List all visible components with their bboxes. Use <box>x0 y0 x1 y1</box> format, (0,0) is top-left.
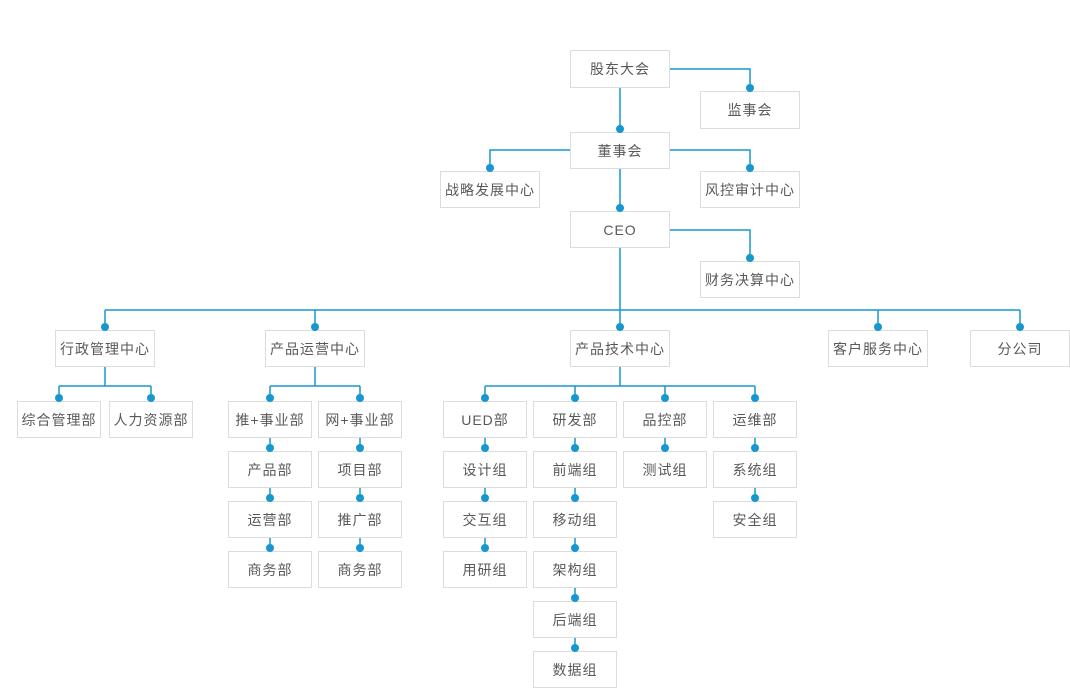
org-node-data-group: 数据组 <box>533 651 617 688</box>
org-node-interaction-group: 交互组 <box>443 501 527 538</box>
org-node-tui-business-unit: 推+事业部 <box>228 401 312 438</box>
org-node-risk-audit-center: 风控审计中心 <box>700 171 800 208</box>
org-node-label: 产品技术中心 <box>575 340 665 357</box>
org-node-label: 综合管理部 <box>21 411 97 428</box>
org-node-wang-business-unit: 网+事业部 <box>318 401 402 438</box>
org-node-ued-dept: UED部 <box>443 401 527 438</box>
org-node-label: 商务部 <box>337 561 383 578</box>
org-node-frontend-group: 前端组 <box>533 451 617 488</box>
org-node-ceo: CEO <box>570 211 670 248</box>
org-node-backend-group: 后端组 <box>533 601 617 638</box>
org-node-finance-center: 财务决算中心 <box>700 261 800 298</box>
org-node-label: 网+事业部 <box>325 411 395 428</box>
org-node-label: 架构组 <box>552 561 598 578</box>
org-node-general-mgmt-dept: 综合管理部 <box>17 401 101 438</box>
org-node-promotion-dept: 推广部 <box>318 501 402 538</box>
org-node-label: 安全组 <box>732 511 778 528</box>
org-node-label: 测试组 <box>642 461 688 478</box>
org-node-label: 产品部 <box>247 461 293 478</box>
org-node-label: UED部 <box>461 411 509 428</box>
org-node-label: 数据组 <box>552 661 598 678</box>
org-node-label: 系统组 <box>732 461 778 478</box>
org-node-user-research-group: 用研组 <box>443 551 527 588</box>
org-node-rd-dept: 研发部 <box>533 401 617 438</box>
org-node-branch-company: 分公司 <box>970 330 1070 367</box>
org-node-security-group: 安全组 <box>713 501 797 538</box>
org-node-label: 交互组 <box>462 511 508 528</box>
org-node-ops-maintenance-dept: 运维部 <box>713 401 797 438</box>
org-node-strategy-dev-center: 战略发展中心 <box>440 171 540 208</box>
org-node-label: 移动组 <box>552 511 598 528</box>
org-node-label: 产品运营中心 <box>270 340 360 357</box>
org-node-label: 监事会 <box>727 102 773 118</box>
org-node-label: 人力资源部 <box>113 411 189 428</box>
org-node-label: 商务部 <box>247 561 293 578</box>
org-node-label: 股东大会 <box>590 61 650 77</box>
org-node-hr-dept: 人力资源部 <box>109 401 193 438</box>
org-node-customer-service-center: 客户服务中心 <box>828 330 928 367</box>
org-node-label: 运维部 <box>732 411 778 428</box>
org-node-quality-control-dept: 品控部 <box>623 401 707 438</box>
org-node-board-of-directors: 董事会 <box>570 132 670 169</box>
org-node-label: CEO <box>603 221 637 238</box>
org-node-system-group: 系统组 <box>713 451 797 488</box>
org-node-label: 后端组 <box>552 611 598 628</box>
org-node-label: 战略发展中心 <box>445 181 535 198</box>
org-node-shareholders-meeting: 股东大会 <box>570 50 670 88</box>
org-node-label: 设计组 <box>462 461 508 478</box>
org-node-label: 项目部 <box>337 461 383 478</box>
org-node-product-dept: 产品部 <box>228 451 312 488</box>
org-node-product-tech-center: 产品技术中心 <box>570 330 670 367</box>
org-node-label: 前端组 <box>552 461 598 478</box>
org-node-business-dept-1: 商务部 <box>228 551 312 588</box>
org-node-design-group: 设计组 <box>443 451 527 488</box>
org-node-operations-dept: 运营部 <box>228 501 312 538</box>
org-node-label: 推广部 <box>337 511 383 528</box>
org-node-label: 客户服务中心 <box>833 340 923 357</box>
org-node-label: 风控审计中心 <box>705 181 795 198</box>
org-node-label: 研发部 <box>552 411 598 428</box>
org-node-supervisory-board: 监事会 <box>700 91 800 129</box>
org-node-testing-group: 测试组 <box>623 451 707 488</box>
org-node-architecture-group: 架构组 <box>533 551 617 588</box>
org-node-label: 运营部 <box>247 511 293 528</box>
org-node-label: 财务决算中心 <box>705 271 795 288</box>
org-node-label: 品控部 <box>642 411 688 428</box>
org-node-business-dept-2: 商务部 <box>318 551 402 588</box>
org-node-mobile-group: 移动组 <box>533 501 617 538</box>
org-node-label: 董事会 <box>597 142 643 159</box>
org-node-project-dept: 项目部 <box>318 451 402 488</box>
org-node-label: 行政管理中心 <box>60 340 150 357</box>
org-node-label: 用研组 <box>462 561 508 578</box>
org-node-admin-mgmt-center: 行政管理中心 <box>55 330 155 367</box>
org-node-label: 分公司 <box>997 340 1043 357</box>
org-node-product-ops-center: 产品运营中心 <box>265 330 365 367</box>
org-node-label: 推+事业部 <box>235 411 305 428</box>
